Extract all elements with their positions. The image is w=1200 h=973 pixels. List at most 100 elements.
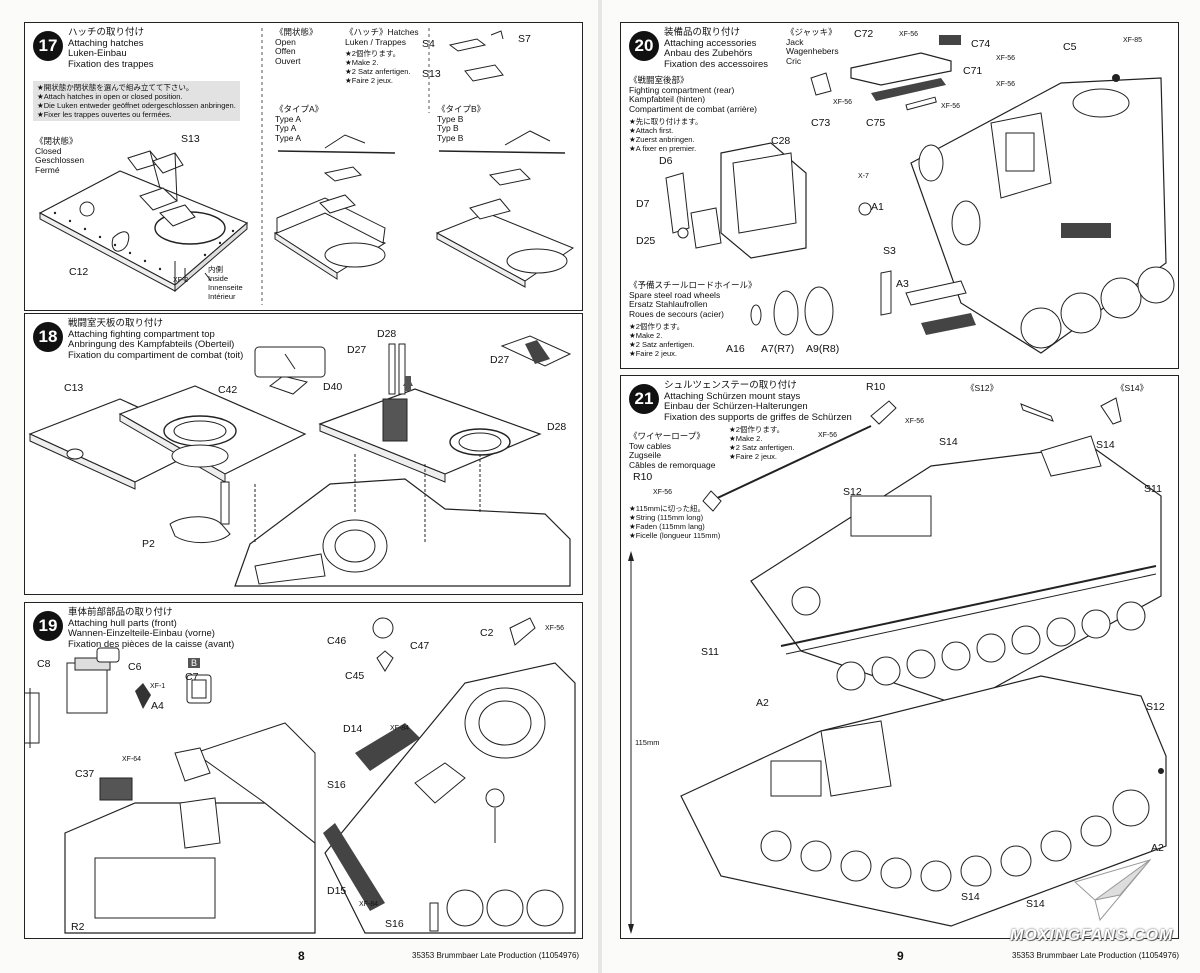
assembly-note: ★開状態か閉状態を選んで組み立てて下さい。★Attach hatches in …: [33, 81, 240, 121]
part-label: D28: [547, 421, 567, 433]
part-label: D7: [636, 198, 650, 210]
part-label: C28: [771, 135, 791, 147]
part-label: S16: [385, 918, 404, 930]
part-label: A1: [871, 201, 884, 213]
part-label: S14: [1026, 898, 1045, 910]
paint-code: XF-64: [122, 756, 142, 763]
step-number: 17: [33, 31, 63, 61]
tow-cable-note: ★2個作ります。★Make 2.★2 Satz anfertigen.★Fair…: [729, 425, 795, 461]
paint-code: XF-56: [818, 432, 838, 439]
part-label: R10: [866, 381, 886, 393]
paint-code: XF-84: [359, 901, 379, 908]
footer-caption-right: 35353 Brummbaer Late Production (1105497…: [1012, 951, 1180, 960]
part-label: C37: [75, 768, 95, 780]
step-20-drawing: [665, 35, 1175, 354]
paint-code: XF-56: [899, 31, 919, 38]
part-label: R2: [71, 921, 85, 933]
part-label: C45: [345, 670, 365, 682]
watermark-text: MOXINGFANS.COM: [1010, 927, 1174, 944]
paint-code: XF-56: [545, 625, 565, 632]
part-label: C74: [971, 38, 991, 50]
part-label: C8: [37, 658, 51, 670]
part-label: D6: [659, 155, 673, 167]
track-links: [323, 723, 420, 911]
part-label: S14: [939, 436, 958, 448]
step-17-drawing: [38, 28, 575, 305]
part-label: D27: [347, 344, 367, 356]
page-number-left: 8: [298, 949, 305, 963]
step-number: 19: [33, 611, 63, 641]
part-label: D15: [327, 885, 347, 897]
part-label: C5: [1063, 41, 1077, 53]
step-21-drawing: [628, 397, 1167, 934]
part-label: S11: [701, 646, 719, 658]
part-label: P2: [142, 538, 155, 550]
part-label: S11: [1144, 483, 1162, 495]
part-label: S14: [1096, 439, 1115, 451]
part-label: A4: [151, 700, 164, 712]
part-label: C72: [854, 28, 874, 40]
s12-caption: 《S12》: [966, 383, 999, 393]
variant-b-badge: B: [188, 658, 201, 668]
part-label: S14: [961, 891, 980, 903]
part-label: C42: [218, 384, 238, 396]
part-label: A2: [1151, 842, 1164, 854]
part-label: S13: [181, 133, 200, 145]
step-number: 18: [33, 322, 63, 352]
paint-code: XF-85: [1123, 37, 1143, 44]
part-label: R10: [633, 471, 653, 483]
paint-code: XF-56: [941, 103, 961, 110]
part-label: C7: [185, 671, 199, 683]
part-label: C71: [963, 65, 983, 77]
part-label: A16: [726, 343, 745, 355]
paint-code: XF-1: [150, 683, 166, 690]
part-label: A9(R8): [806, 343, 840, 355]
part-label: A2: [756, 697, 769, 709]
paint-code: XF-56: [905, 418, 925, 425]
part-label: C73: [811, 117, 831, 129]
part-label: C13: [64, 382, 84, 394]
step-18-drawing: [28, 335, 572, 587]
part-label: A7(R7): [761, 343, 795, 355]
part-label: D40: [323, 381, 343, 393]
part-label: S12: [843, 486, 862, 498]
rear-note: ★先に取り付けます。★Attach first.★Zuerst anbringe…: [629, 117, 703, 153]
s14-caption: 《S14》: [1116, 383, 1149, 393]
paint-code: XF-84: [390, 725, 410, 732]
part-label: S16: [327, 779, 346, 791]
wheels-note: ★2個作ります。★Make 2.★2 Satz anfertigen.★Fair…: [629, 322, 695, 358]
part-label: S12: [1146, 701, 1165, 713]
ruler-length: 115mm: [635, 738, 660, 747]
step-19-drawing: [25, 617, 576, 934]
page-number-right: 9: [897, 949, 904, 963]
part-label: C46: [327, 635, 347, 647]
part-label: S7: [518, 33, 531, 45]
part-label: C2: [480, 627, 494, 639]
part-label: C6: [128, 661, 142, 673]
hatches-note: ★2個作ります。★Make 2.★2 Satz anfertigen.★Fair…: [345, 49, 411, 85]
part-label: C12: [69, 266, 89, 278]
string-note: ★115mmに切った紐。★String (115mm long)★Faden (…: [629, 504, 721, 540]
part-label: A3: [896, 278, 909, 290]
part-label: S3: [883, 245, 896, 257]
paint-code: XF-2: [173, 277, 189, 284]
paint-code: XF-56: [996, 55, 1016, 62]
paint-code: XF-56: [833, 99, 853, 106]
part-label: C75: [866, 117, 886, 129]
